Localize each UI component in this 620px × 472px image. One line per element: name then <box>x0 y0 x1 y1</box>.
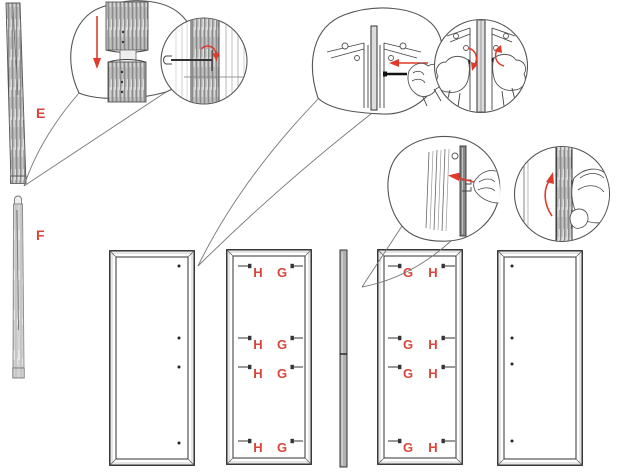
door1-pin-holes <box>177 264 181 445</box>
door4-pin-holes <box>510 264 514 443</box>
part-label-h: H <box>428 337 437 352</box>
part-label-g: G <box>403 366 413 381</box>
part-label-h: H <box>253 366 262 381</box>
screw-icon <box>238 335 252 341</box>
hanger-hole <box>451 152 459 160</box>
detail-balloon-clip-attach <box>387 136 501 242</box>
door-edge-hatching <box>425 148 450 232</box>
panels-top-view <box>326 25 422 111</box>
screw-icon <box>388 438 402 444</box>
detail-circle-thumb-press <box>513 145 611 243</box>
pole-lower-section <box>107 61 147 103</box>
part-label-g: G <box>277 366 287 381</box>
door2-hardware: H G H G H G H G <box>238 263 303 455</box>
part-label-h: H <box>428 265 437 280</box>
door-panel-2 <box>226 249 312 465</box>
screw-icon <box>238 438 252 444</box>
screw-icon <box>441 364 455 370</box>
arrow-left-icon <box>448 172 475 183</box>
strip-closeup <box>556 147 572 241</box>
detail-circle-allen-key <box>160 17 248 105</box>
balloon-leader-lines <box>23 91 452 288</box>
pole-holes <box>120 30 125 94</box>
part-label-h: H <box>253 337 262 352</box>
rotate-arrow-icon <box>494 45 505 67</box>
screw-icon <box>388 263 402 269</box>
part-label-h: H <box>253 265 262 280</box>
rotate-arrow-icon <box>200 45 220 62</box>
screw-icon <box>238 364 252 370</box>
arrow-down-icon <box>93 16 101 69</box>
part-label-h: H <box>253 440 262 455</box>
part-label-g: G <box>277 265 287 280</box>
bolt-icon <box>383 71 407 77</box>
screw-icon <box>290 438 303 444</box>
part-label-h: H <box>428 366 437 381</box>
allen-key-icon <box>163 55 212 65</box>
screw-icon <box>290 364 303 370</box>
trim-strip-f <box>12 195 25 379</box>
rotate-up-arrow-icon <box>544 172 554 217</box>
detail-balloon-bolt-insert <box>311 7 444 115</box>
screw-icon <box>441 335 455 341</box>
screw-icon <box>388 335 402 341</box>
door-panel-3 <box>377 249 463 465</box>
door3-hardware: G H G H G H G H <box>388 263 455 455</box>
part-label-g: G <box>277 440 287 455</box>
thumb <box>569 208 589 229</box>
strip-e-label: E <box>36 105 45 121</box>
hand-holding-bolt <box>407 62 443 107</box>
screw-icon <box>441 438 455 444</box>
door-panel-4 <box>497 250 583 466</box>
part-label-g: G <box>403 265 413 280</box>
connecting-strip-side-view <box>339 249 348 468</box>
part-label-g: G <box>277 337 287 352</box>
part-label-h: H <box>428 440 437 455</box>
screw-icon <box>290 263 303 269</box>
trim-strip-e <box>5 2 27 184</box>
cam-holes <box>341 42 407 61</box>
pole-upper-section <box>105 1 149 51</box>
screw-icon <box>238 263 252 269</box>
screw-icon <box>388 364 402 370</box>
screw-icon <box>441 263 455 269</box>
rotate-arrow-icon <box>467 47 478 71</box>
part-label-g: G <box>403 337 413 352</box>
part-label-g: G <box>403 440 413 455</box>
screw-icon <box>290 335 303 341</box>
detail-circle-hand-tighten <box>433 18 529 114</box>
strip-f-label: F <box>36 227 45 243</box>
door-panel-1 <box>109 250 195 466</box>
